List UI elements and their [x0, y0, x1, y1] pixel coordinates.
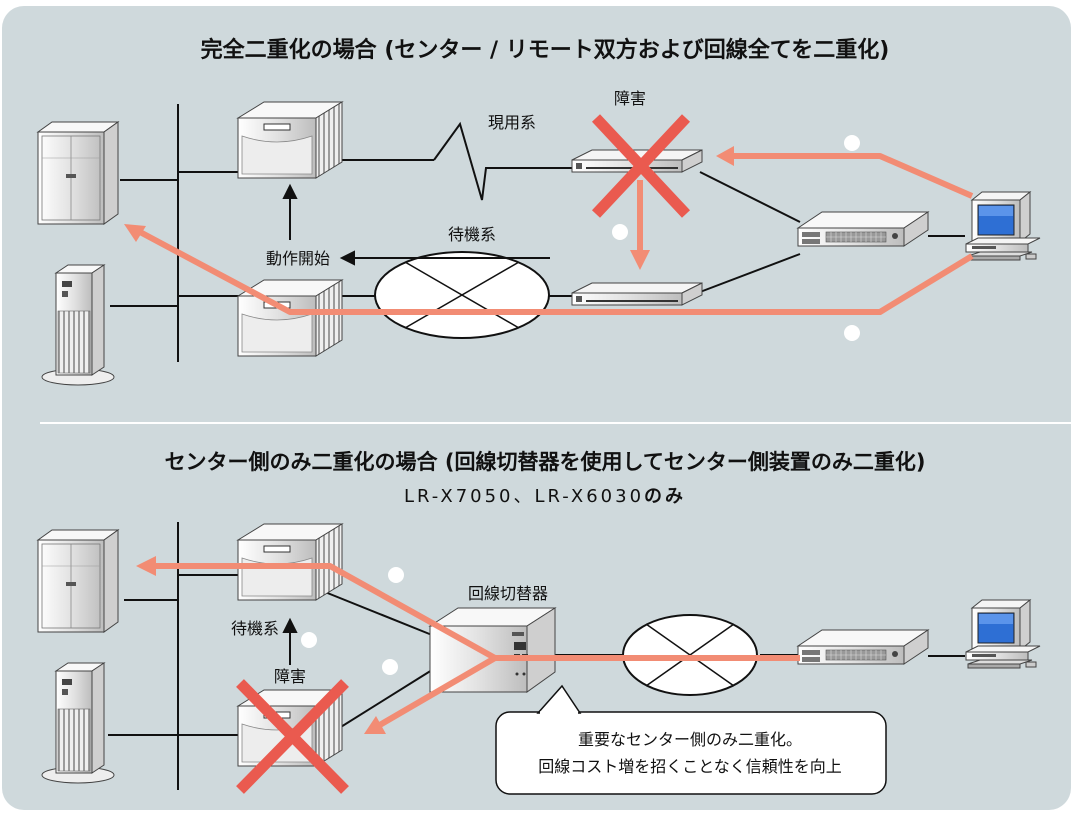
standby-arrow	[282, 617, 298, 665]
label-failure-top: 障害	[614, 89, 646, 108]
label-failure-bottom: 障害	[274, 667, 306, 686]
switching-hub-icon	[797, 629, 929, 665]
start-arrows	[282, 183, 550, 266]
callout-bubble	[495, 684, 887, 795]
router-icon	[237, 101, 343, 179]
subtitle-only: のみ	[644, 486, 686, 507]
label-active-line: 現用系	[488, 113, 536, 132]
section-divider	[40, 422, 1071, 424]
subtitle-models: LR-X7050、LR-X6030	[404, 486, 644, 507]
switching-hub-icon	[797, 211, 929, 247]
label-standby-line: 待機系	[448, 225, 496, 244]
bottom-title: センター側のみ二重化の場合 (回線切替器を使用してセンター側装置のみ二重化)	[165, 450, 926, 474]
mainframe-server-icon	[37, 121, 119, 225]
bottom-subtitle: LR-X7050、LR-X6030のみ	[404, 486, 686, 507]
label-standby-bottom: 待機系	[231, 619, 279, 638]
router-icon	[237, 523, 343, 601]
panel-background	[2, 6, 1071, 810]
failure-cross-icon	[591, 114, 691, 218]
flow-arrowheads-bottom	[136, 556, 386, 734]
callout-text-line2: 回線コスト増を招くことなく信頼性を向上	[538, 757, 842, 776]
label-line-switcher: 回線切替器	[468, 584, 548, 603]
label-start-operation: 動作開始	[266, 249, 330, 268]
flow-arrowheads-top	[124, 146, 734, 270]
switch-flow-bottom	[152, 563, 800, 729]
top-title: 完全二重化の場合 (センター / リモート双方および回線全てを二重化)	[201, 37, 890, 63]
failure-cross-icon	[236, 679, 349, 794]
line-switcher-icon	[428, 607, 557, 693]
markers-bottom	[301, 567, 404, 675]
callout-text-line1: 重要なセンター側のみ二重化。	[578, 730, 802, 749]
network-cloud-top	[374, 251, 550, 339]
mainframe-server-icon	[37, 529, 119, 633]
failover-flow-top	[138, 153, 974, 315]
markers-top	[612, 135, 860, 341]
rack-router-icon	[571, 282, 703, 306]
